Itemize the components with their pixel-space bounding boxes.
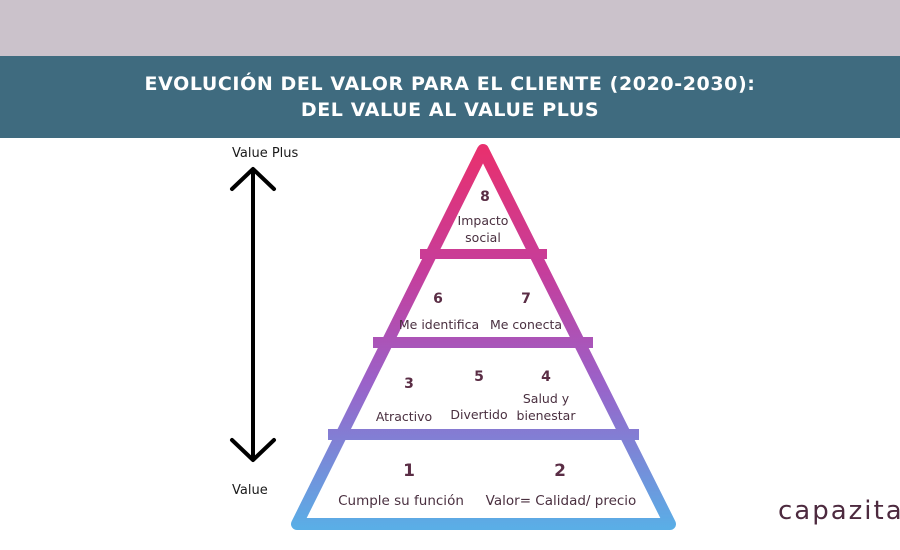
item-number: 6: [433, 291, 443, 307]
item-label-line-1: Me conecta: [490, 317, 562, 332]
axis-bottom-label: Value: [232, 483, 268, 498]
item-number: 4: [541, 369, 551, 385]
item-number: 5: [474, 369, 484, 385]
item-label-line-2: bienestar: [517, 408, 577, 423]
item-number: 8: [480, 189, 490, 205]
pyramid-item-7: 7 Me conecta: [490, 291, 562, 332]
item-number: 7: [521, 291, 531, 307]
item-label-line-1: Cumple su función: [338, 493, 464, 509]
top-decorative-strip: [0, 0, 900, 56]
arrow-head-down: [230, 438, 276, 462]
item-label-line-1: Salud y: [523, 391, 570, 406]
pyramid-item-6: 6 Me identifica: [399, 291, 479, 332]
brand-logo: capazita: [778, 496, 900, 526]
item-label-line-1: Atractivo: [376, 409, 432, 424]
item-number: 2: [554, 461, 566, 481]
item-label-line-2: social: [465, 230, 501, 245]
pyramid-item-2: 2 Valor= Calidad/ precio: [486, 461, 637, 509]
axis-top-label: Value Plus: [232, 146, 299, 161]
level-separator-3: [328, 429, 639, 440]
item-label-line-1: Me identifica: [399, 317, 479, 332]
level-separator-2: [373, 337, 593, 348]
pyramid-item-4: 4 Salud y bienestar: [517, 369, 577, 423]
pyramid-item-3: 3 Atractivo: [376, 376, 432, 424]
item-number: 3: [404, 376, 414, 392]
level-separator-1: [420, 249, 547, 259]
arrow-head-up: [230, 167, 276, 191]
pyramid-item-8: 8 Impacto social: [458, 189, 509, 245]
title-line-2: DEL VALUE AL VALUE PLUS: [300, 99, 600, 121]
pyramid-item-5: 5 Divertido: [450, 369, 507, 422]
item-number: 1: [403, 461, 415, 481]
item-label-line-1: Valor= Calidad/ precio: [486, 493, 637, 509]
title-banner: EVOLUCIÓN DEL VALOR PARA EL CLIENTE (202…: [0, 56, 900, 138]
item-label-line-1: Divertido: [450, 407, 507, 422]
pyramid-item-1: 1 Cumple su función: [338, 461, 464, 509]
vertical-double-arrow: [230, 167, 276, 462]
title-line-1: EVOLUCIÓN DEL VALOR PARA EL CLIENTE (202…: [144, 73, 756, 95]
item-label-line-1: Impacto: [458, 213, 509, 228]
